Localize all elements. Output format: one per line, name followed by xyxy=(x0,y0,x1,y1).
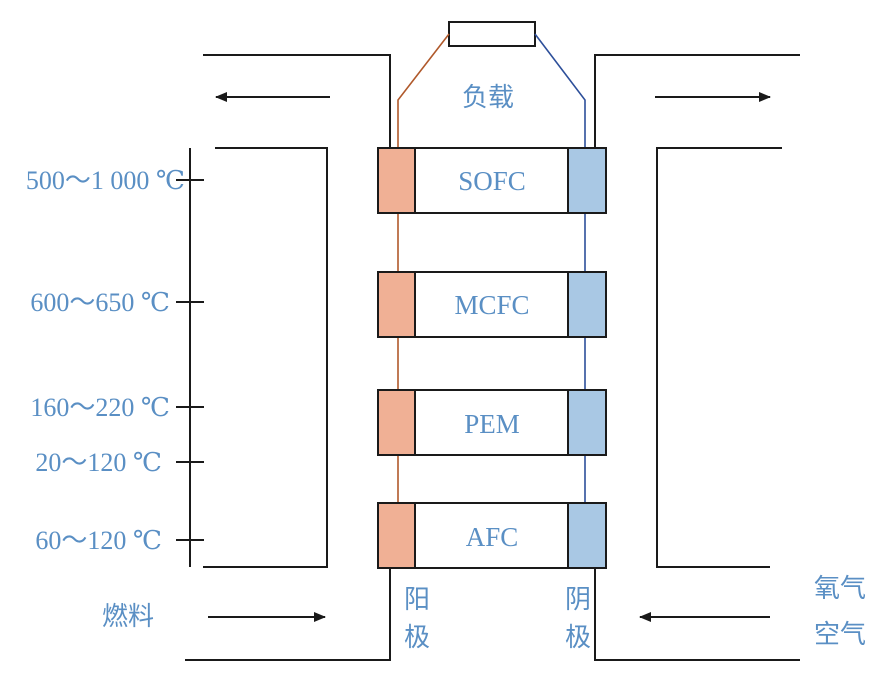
temperature-label-1: 500～1 000 ℃ xyxy=(26,166,185,195)
temperature-axis xyxy=(176,148,204,567)
cell-afc: AFC xyxy=(377,502,607,569)
temperature-label-3: 160～220 ℃ xyxy=(30,393,170,422)
temperature-label-5: 60～120 ℃ xyxy=(35,526,162,555)
anode-block xyxy=(377,389,416,456)
cell-pem: PEM xyxy=(377,389,607,456)
right-channel-walls xyxy=(594,54,800,661)
cathode-wire xyxy=(534,33,586,567)
anode-block xyxy=(377,271,416,338)
anode-block xyxy=(377,502,416,569)
cell-mcfc: MCFC xyxy=(377,271,607,338)
oxygen-label: 氧气 xyxy=(814,574,866,604)
left-channel-walls xyxy=(185,54,391,661)
anode-wire xyxy=(397,33,450,567)
cathode-label-char-2: 极 xyxy=(565,623,591,653)
cathode-block xyxy=(567,271,607,338)
anode-block xyxy=(377,147,416,214)
fuel-label: 燃料 xyxy=(102,602,154,632)
cathode-label-char-1: 阴 xyxy=(565,585,591,615)
cell-label-sofc: SOFC xyxy=(458,166,526,196)
cell-label-mcfc: MCFC xyxy=(454,290,529,320)
cell-label-pem: PEM xyxy=(464,409,520,439)
anode-label-char-2: 极 xyxy=(404,623,430,653)
load-label: 负载 xyxy=(462,83,514,113)
air-label: 空气 xyxy=(814,620,866,650)
cell-sofc: SOFC xyxy=(377,147,607,214)
anode-label-char-1: 阳 xyxy=(404,585,430,615)
cathode-block xyxy=(567,147,607,214)
cathode-block xyxy=(567,502,607,569)
temperature-label-2: 600～650 ℃ xyxy=(30,288,170,317)
temperature-label-4: 20～120 ℃ xyxy=(35,448,162,477)
load-resistor xyxy=(448,21,536,47)
cell-label-afc: AFC xyxy=(466,522,519,552)
cathode-block xyxy=(567,389,607,456)
